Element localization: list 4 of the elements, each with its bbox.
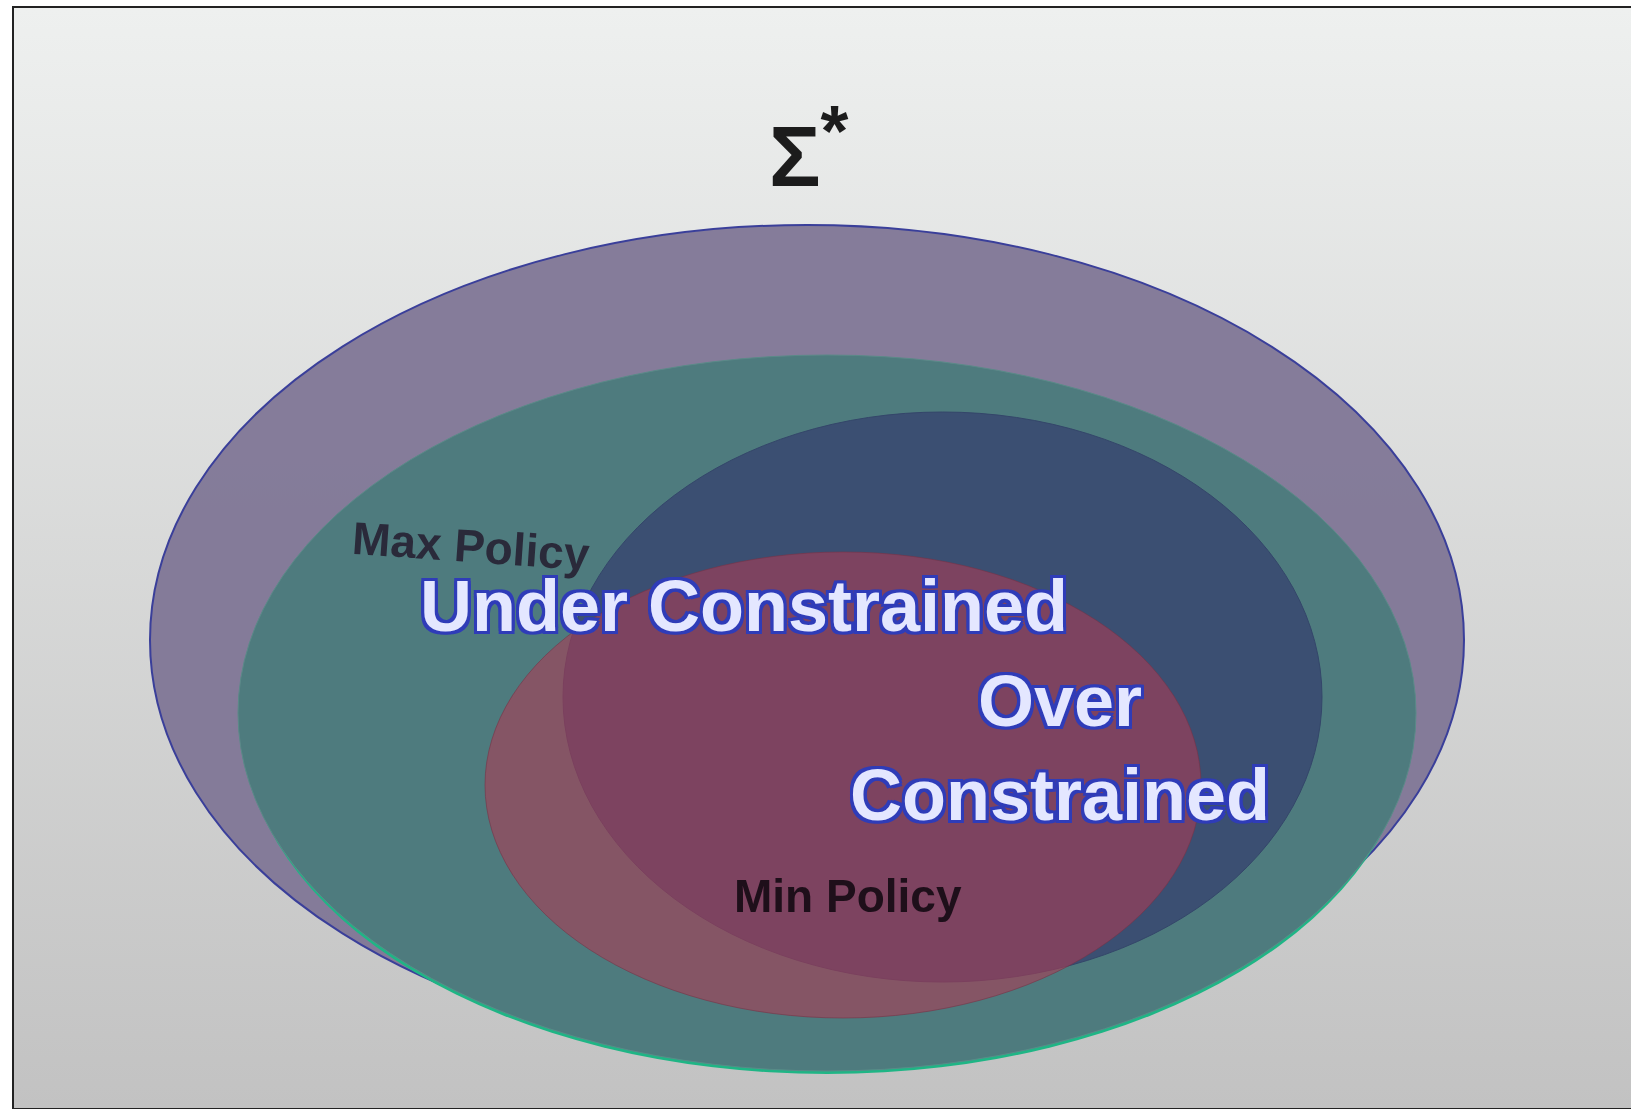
- set-ellipse: [237, 354, 1417, 1072]
- sigma-star-heading: Σ$^{*}$: [769, 90, 849, 206]
- region-label: Over Constrained: [848, 660, 1271, 837]
- set-label: Min Policy: [734, 869, 962, 923]
